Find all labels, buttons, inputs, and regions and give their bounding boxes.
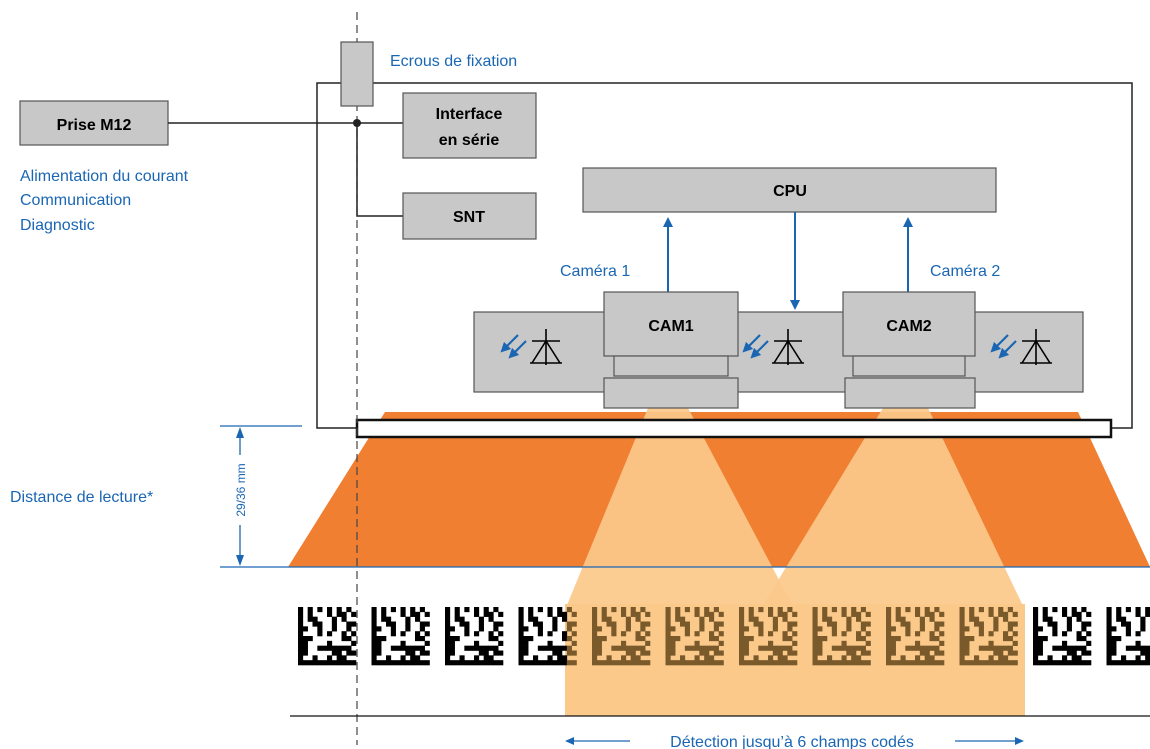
data-matrix-code xyxy=(592,607,651,666)
data-matrix-code xyxy=(298,607,357,666)
data-matrix-code xyxy=(1106,607,1150,666)
data-matrix-code xyxy=(812,607,871,666)
camera1-beam xyxy=(565,408,795,610)
data-matrix-code xyxy=(1033,607,1092,666)
camera2-beam xyxy=(760,408,1025,610)
camera2-label: Caméra 2 xyxy=(930,263,1000,280)
distance-value: 29/36 mm xyxy=(234,463,248,516)
communication-label: Communication xyxy=(20,192,131,209)
led-photodiode-icon xyxy=(990,329,1052,365)
led-photodiode-icon xyxy=(742,329,804,365)
cam1-lens-holder xyxy=(613,355,729,377)
data-matrix-code xyxy=(959,607,1018,666)
code-row xyxy=(298,607,1150,666)
m12-socket-label: Prise M12 xyxy=(57,117,132,134)
cam2-lens xyxy=(844,377,976,409)
data-matrix-code xyxy=(739,607,798,666)
data-matrix-code xyxy=(886,607,945,666)
camera1-label: Caméra 1 xyxy=(560,263,630,280)
snt-label: SNT xyxy=(453,209,485,226)
cam2-box xyxy=(842,291,976,357)
cam2-label: CAM2 xyxy=(886,318,931,335)
cam1-label: CAM1 xyxy=(648,318,693,335)
cam2-lens-holder xyxy=(852,355,966,377)
snt-box xyxy=(402,192,537,240)
data-matrix-code xyxy=(371,607,430,666)
cam1-lens xyxy=(603,377,739,409)
serial-interface-box xyxy=(402,92,537,159)
serial-interface-label-2: en série xyxy=(439,132,500,149)
cpu-label: CPU xyxy=(773,183,807,200)
power-supply-label: Alimentation du courant xyxy=(20,168,189,185)
distance-arrow-top xyxy=(236,427,244,438)
detection-label: Détection jusqu’à 6 champs codés xyxy=(670,734,914,749)
snt-wire xyxy=(356,123,403,217)
led-photodiode-icon xyxy=(500,329,562,365)
reading-distance-label: Distance de lecture* xyxy=(10,489,153,506)
data-matrix-code xyxy=(518,607,577,666)
m12-socket-box xyxy=(19,100,169,146)
data-matrix-code xyxy=(665,607,724,666)
data-matrix-code xyxy=(445,607,504,666)
diagnostic-label: Diagnostic xyxy=(20,217,95,234)
reading-window xyxy=(355,418,1113,439)
cpu-box xyxy=(582,167,997,213)
distance-arrow-bottom xyxy=(236,555,244,566)
illumination-strip xyxy=(473,311,1084,393)
fixing-nut xyxy=(340,41,374,107)
serial-interface-label-1: Interface xyxy=(436,106,503,123)
fixing-nuts-label: Ecrous de fixation xyxy=(390,53,517,70)
